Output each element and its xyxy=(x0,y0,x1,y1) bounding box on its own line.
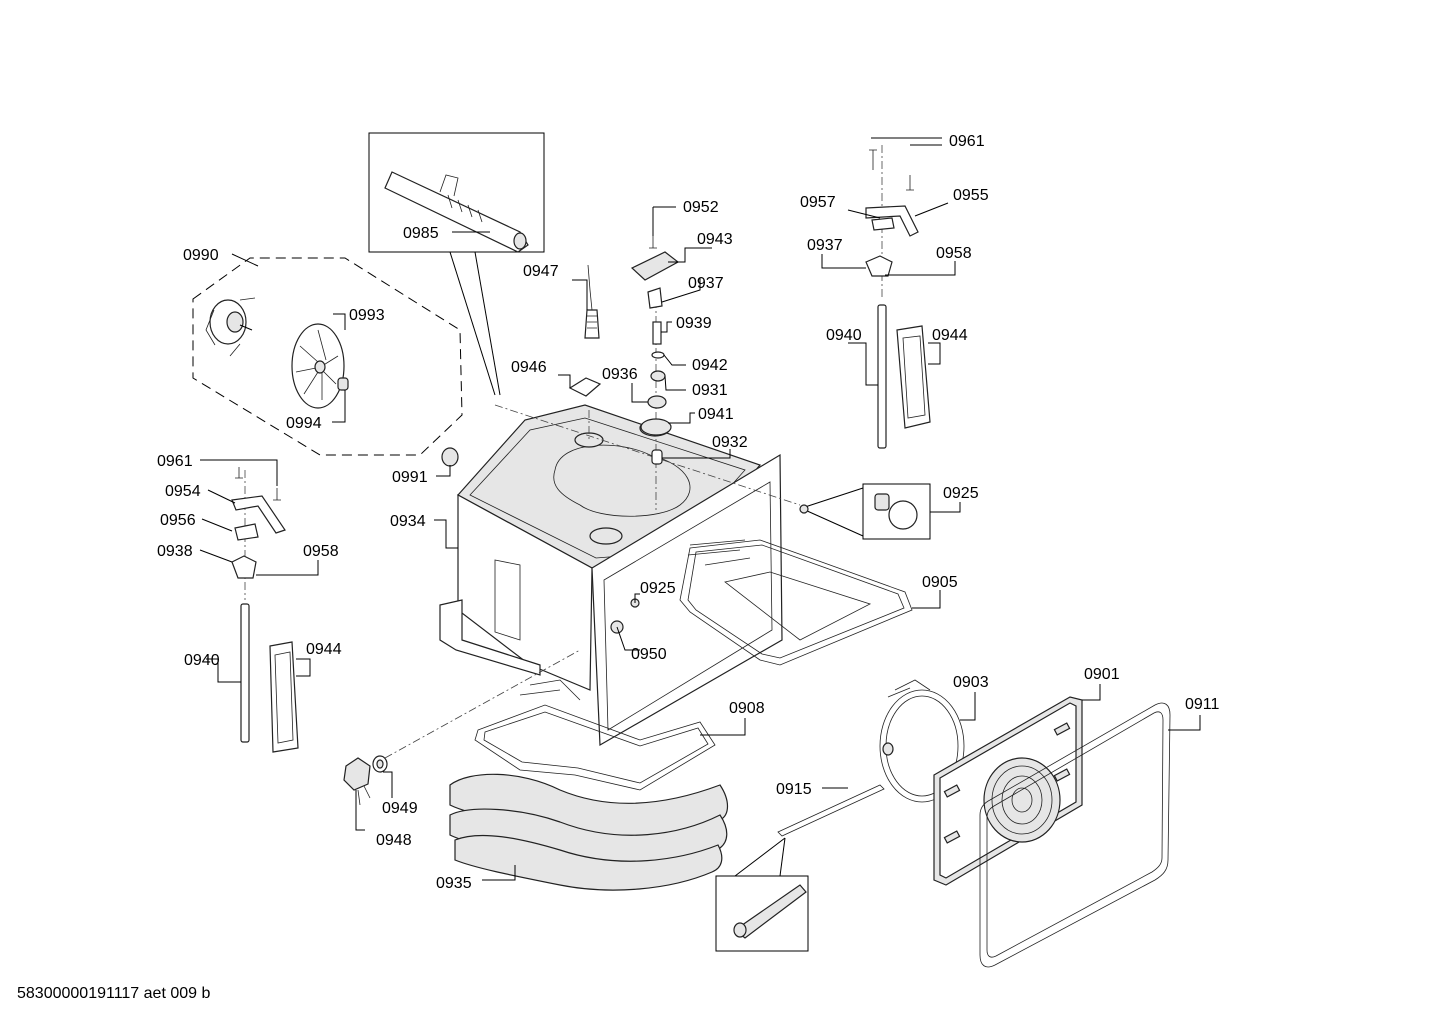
ring-heater-0903 xyxy=(879,679,965,803)
fan-wheel xyxy=(291,323,349,409)
label-0954: 0954 xyxy=(165,483,201,500)
label-0940-right: 0940 xyxy=(826,327,862,344)
label-0925-mid: 0925 xyxy=(640,580,676,597)
inset-detail-0985 xyxy=(368,132,545,396)
label-0940-left: 0940 xyxy=(184,652,220,669)
label-0950: 0950 xyxy=(631,646,667,663)
label-0952: 0952 xyxy=(683,199,719,216)
insulation-0935 xyxy=(449,773,729,891)
label-0949: 0949 xyxy=(382,800,418,817)
back-panel-0901 xyxy=(933,696,1083,886)
label-0957: 0957 xyxy=(800,194,836,211)
label-0931: 0931 xyxy=(692,382,728,399)
label-0938: 0938 xyxy=(157,543,193,560)
label-0903: 0903 xyxy=(953,674,989,691)
label-0939: 0939 xyxy=(676,315,712,332)
label-0994: 0994 xyxy=(286,415,322,432)
label-0958-left: 0958 xyxy=(303,543,339,560)
motor-0948 xyxy=(343,649,581,806)
label-0990: 0990 xyxy=(183,247,219,264)
label-0915: 0915 xyxy=(776,781,812,798)
label-0901: 0901 xyxy=(1084,666,1120,683)
gasket-0915 xyxy=(715,784,885,952)
label-0942: 0942 xyxy=(692,357,728,374)
label-0944-left: 0944 xyxy=(306,641,342,658)
label-0948: 0948 xyxy=(376,832,412,849)
label-0908: 0908 xyxy=(729,700,765,717)
top-parts xyxy=(441,236,680,467)
label-0934: 0934 xyxy=(390,513,426,530)
leader-lines xyxy=(199,137,1201,881)
label-0946: 0946 xyxy=(511,359,547,376)
grill-element-0905 xyxy=(679,539,913,666)
label-0947: 0947 xyxy=(523,263,559,280)
oven-cavity-0934 xyxy=(439,300,801,747)
fan-assembly-0990 xyxy=(192,257,463,456)
label-0925-right: 0925 xyxy=(943,485,979,502)
label-0943: 0943 xyxy=(697,231,733,248)
label-0955: 0955 xyxy=(953,187,989,204)
door-seal-0911 xyxy=(979,702,1171,968)
label-0958-right: 0958 xyxy=(936,245,972,262)
label-0993: 0993 xyxy=(349,307,385,324)
document-code: 58300000191117 aet 009 b xyxy=(17,985,210,1002)
label-0936: 0936 xyxy=(602,366,638,383)
label-0961-left: 0961 xyxy=(157,453,193,470)
fan-motor xyxy=(205,297,256,357)
label-0944-right: 0944 xyxy=(932,327,968,344)
hinge-group-right xyxy=(865,145,931,449)
label-0937-right: 0937 xyxy=(807,237,843,254)
hinge-group-left xyxy=(231,467,299,753)
bottom-element-0908 xyxy=(474,679,716,791)
label-0935: 0935 xyxy=(436,875,472,892)
label-0985: 0985 xyxy=(403,225,439,242)
label-0932: 0932 xyxy=(712,434,748,451)
part-labels: 0961 0957 0955 0937 0958 0940 0944 0952 … xyxy=(157,133,1220,892)
label-0956: 0956 xyxy=(160,512,196,529)
label-0961-top: 0961 xyxy=(949,133,985,150)
lamp-0925 xyxy=(610,483,931,634)
label-0905: 0905 xyxy=(922,574,958,591)
label-0911: 0911 xyxy=(1185,696,1220,713)
label-0941: 0941 xyxy=(698,406,734,423)
label-0937-mid: 0937 xyxy=(688,275,724,292)
label-0991: 0991 xyxy=(392,469,428,486)
